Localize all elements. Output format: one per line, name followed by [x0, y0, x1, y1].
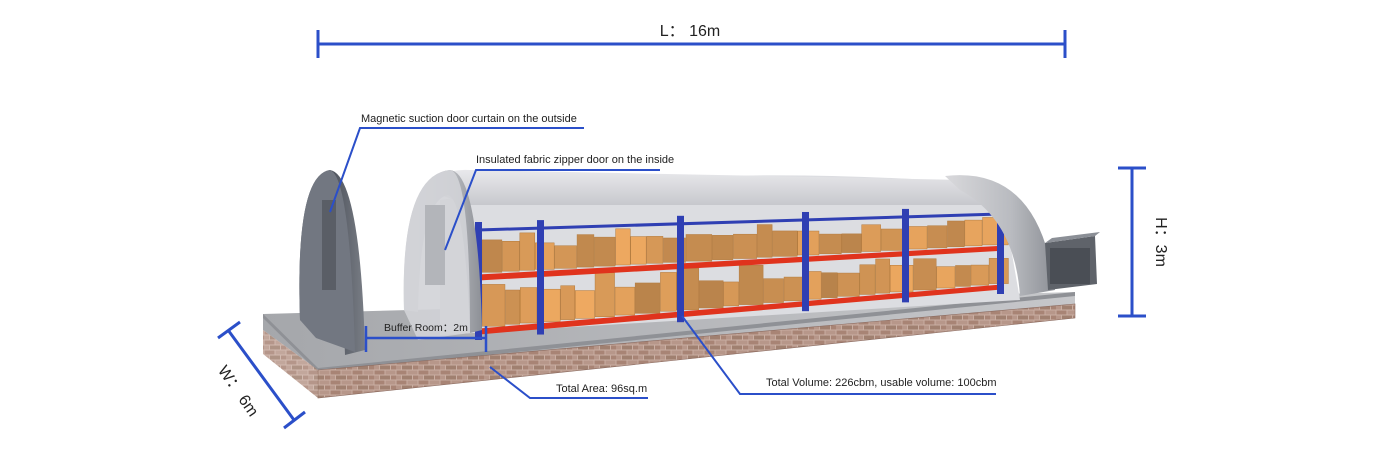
cargo-box: [554, 245, 577, 269]
cargo-box: [970, 264, 989, 286]
cargo-box: [519, 232, 536, 271]
total-volume-label: Total Volume: 226cbm, usable volume: 100…: [766, 377, 997, 389]
rack-beam: [478, 245, 1000, 281]
inner-door-label: Insulated fabric zipper door on the insi…: [476, 154, 674, 166]
cargo-box: [936, 266, 956, 289]
inner-door-panel: [425, 205, 445, 285]
cargo-box: [502, 241, 520, 272]
cargo-box: [481, 284, 506, 327]
rack-beam: [478, 284, 1000, 335]
brick-side: [263, 330, 318, 398]
cargo-box: [614, 286, 635, 316]
cargo-box: [906, 226, 928, 250]
cargo-box: [634, 282, 661, 314]
cargo-box: [964, 219, 983, 247]
cargo-box: [861, 224, 881, 252]
cargo-box: [913, 258, 937, 291]
cargo-box: [594, 236, 616, 267]
cargo-box: [615, 228, 631, 266]
rack-upright: [537, 220, 544, 335]
rack-top-beam: [477, 212, 1001, 232]
total-area-label: Total Area: 96sq.m: [556, 383, 647, 395]
cargo-box: [875, 258, 890, 294]
height-dimension: H：3m: [1118, 166, 1169, 318]
cargo-box: [698, 280, 724, 309]
tunnel-roof: [425, 169, 1005, 205]
total-volume-callout: Total Volume: 226cbm, usable volume: 100…: [681, 315, 997, 395]
cargo-box: [783, 276, 805, 302]
cargo-box: [723, 281, 739, 307]
length-label: L： 16m: [660, 23, 720, 40]
cargo-box: [859, 264, 876, 295]
height-label: H：3m: [1152, 217, 1169, 267]
cargo-box: [947, 220, 965, 248]
cargo-box: [821, 272, 838, 298]
rear-arch: [945, 175, 1055, 296]
width-label: W： 6m: [214, 363, 261, 420]
outer-door-callout: Magnetic suction door curtain on the out…: [329, 113, 584, 213]
cargo-box: [630, 236, 647, 265]
cargo-box: [927, 225, 948, 249]
outer-door-panel: [322, 200, 336, 290]
rack-upright: [997, 206, 1004, 294]
cargo-box: [763, 278, 784, 303]
cargo-box: [712, 235, 734, 260]
rack-upright: [902, 208, 909, 303]
total-area-callout: Total Area: 96sq.m: [489, 366, 648, 399]
cargo-box: [505, 289, 521, 325]
inner-door-callout: Insulated fabric zipper door on the insi…: [444, 154, 674, 251]
cargo-box: [576, 234, 595, 268]
cargo-box: [733, 233, 757, 259]
cargo-box: [772, 230, 798, 257]
cargo-box: [756, 224, 773, 258]
cargo-box: [685, 234, 713, 262]
cargo-box: [889, 265, 914, 293]
cargo-box: [646, 236, 664, 264]
buffer-room-dimension: Buffer Room：2m: [364, 322, 488, 352]
cargo-box: [660, 272, 677, 312]
cargo-box: [738, 264, 764, 305]
cargo-box: [594, 272, 615, 317]
storage-racks: [475, 206, 1009, 340]
cargo-box: [575, 290, 595, 319]
cargo-box: [560, 285, 576, 320]
cargo-box: [520, 287, 538, 324]
cargo-box: [841, 233, 862, 253]
cargo-box: [955, 265, 971, 287]
cargo-box: [837, 272, 860, 297]
refrigeration-unit: [1045, 232, 1100, 290]
cargo-box: [819, 233, 842, 255]
cargo-box: [481, 239, 503, 273]
rack-upright: [802, 211, 809, 312]
outer-door-label: Magnetic suction door curtain on the out…: [361, 113, 577, 125]
buffer-room-label: Buffer Room：2m: [384, 322, 468, 334]
length-dimension: L： 16m: [316, 23, 1067, 58]
rack-upright: [677, 215, 684, 323]
